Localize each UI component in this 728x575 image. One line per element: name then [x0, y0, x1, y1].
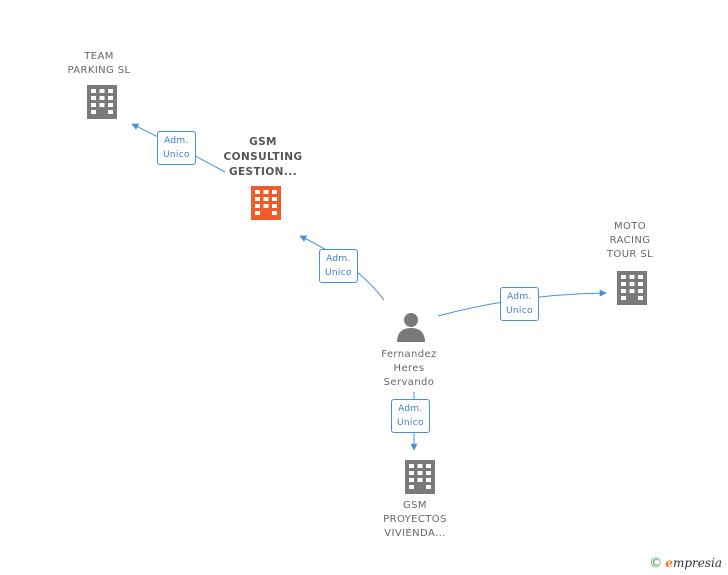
edge-label-adm-unico[interactable]: Adm. Unico: [500, 287, 539, 321]
edge-label-adm-unico[interactable]: Adm. Unico: [157, 131, 196, 165]
node-label-moto-racing[interactable]: MOTO RACING TOUR SL: [606, 221, 654, 260]
node-label-fernandez[interactable]: Fernandez Heres Servando: [381, 349, 437, 388]
node-label-gsm-consulting[interactable]: GSM CONSULTING GESTION...: [223, 136, 303, 178]
person-icon[interactable]: [397, 313, 425, 342]
node-label-gsm-proyectos[interactable]: GSM PROYECTOS VIVIENDA...: [383, 500, 447, 539]
building-icon[interactable]: [405, 460, 435, 494]
node-label-team-parking[interactable]: TEAM PARKING SL: [67, 51, 131, 76]
building-icon[interactable]: [251, 186, 281, 220]
edge-label-adm-unico[interactable]: Adm. Unico: [319, 249, 358, 283]
building-icon[interactable]: [87, 85, 117, 119]
building-icon[interactable]: [617, 271, 647, 305]
empresia-logo[interactable]: ©empresia: [649, 556, 722, 571]
edge-label-adm-unico[interactable]: Adm. Unico: [391, 399, 430, 433]
copyright-icon: ©: [649, 556, 663, 571]
